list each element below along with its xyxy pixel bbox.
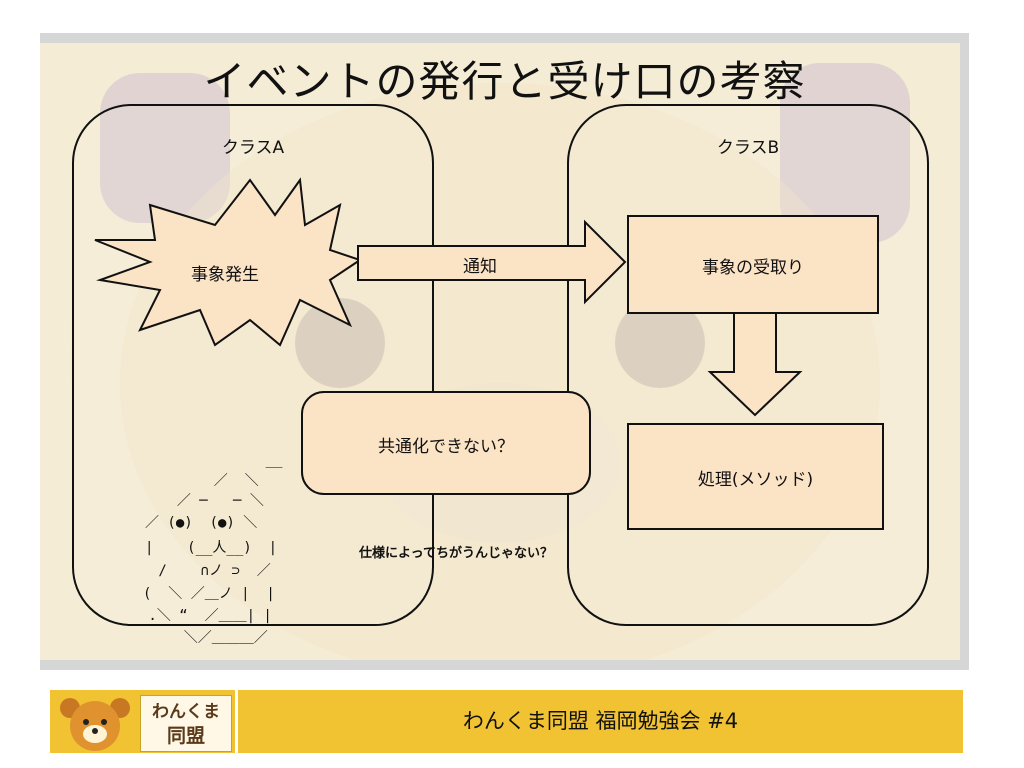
ascii-art-line-6: ( ＼ ／＿ノ | | [143, 586, 275, 602]
ascii-art-line-4: | (__人__) | [145, 540, 278, 556]
slide-title: イベントの発行と受け口の考察 [203, 57, 806, 106]
question-label: 共通化できない？ [378, 437, 514, 457]
question-box [301, 391, 591, 495]
notify-arrow [357, 219, 627, 305]
class-a-label: クラスA [221, 138, 285, 158]
ascii-art-line-7: .＼ “ ／＿＿| | [140, 608, 272, 624]
receive-box [627, 215, 879, 314]
process-box [627, 423, 884, 530]
logo-text-box [140, 695, 232, 752]
comment-label: 仕様によってちがうんじゃない？ [359, 546, 553, 561]
class-b-label: クラスB [716, 138, 780, 158]
ascii-art-line-8: ＼／＿＿＿／ [150, 630, 268, 646]
event-label: 事象発生 [191, 265, 259, 285]
ascii-art-line-1: ／ ＼ [180, 473, 259, 489]
logo-text-bottom: 同盟 [166, 725, 205, 747]
bear-logo-icon [60, 698, 130, 751]
ascii-art-line-3: ／ (●) (●) ＼ [145, 515, 258, 531]
ascii-art-line-2: ／ ─ ─ ＼ [160, 493, 264, 509]
ascii-art-line-0: __ [215, 452, 283, 468]
logo-text-top: わんくま [152, 702, 220, 722]
footer-bar [238, 690, 963, 753]
receive-label: 事象の受取り [702, 258, 804, 278]
process-label: 処理(メソッド) [697, 470, 814, 490]
footer-text: わんくま同盟 福岡勉強会 #4 [462, 709, 739, 733]
ascii-art-line-5: / ∩ノ ⊃ ／ [150, 563, 271, 579]
event-burst-shape [94, 177, 363, 347]
notify-label: 通知 [463, 257, 497, 277]
down-arrow [707, 312, 803, 417]
